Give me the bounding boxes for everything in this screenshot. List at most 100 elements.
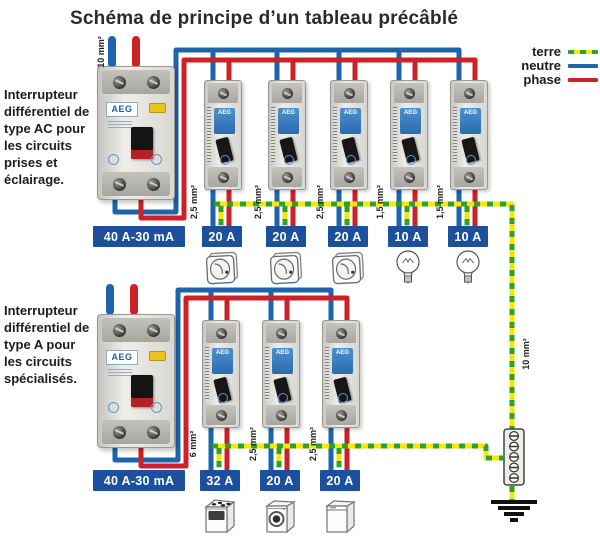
brand-label: AEG [106,350,138,365]
barcode [271,107,275,163]
circuit-breaker-r2-2: AEG [262,320,300,428]
wire-size-label-r1-3: 2,5 mm² [315,185,325,220]
note-differential-a: Interrupteur différentiel de type A pour… [4,303,90,386]
approval-mark-icon [218,393,228,403]
barcode [393,107,397,163]
wire-size-label-r1-2: 2,5 mm² [253,185,263,220]
toggle-lever [131,375,153,407]
circuit-breaker-r2-1: AEG [202,320,240,428]
neutral-drops-top-row2 [208,290,274,324]
circuit-breaker-r1-3: AEG [330,80,368,190]
legend-row-neutre: neutre [498,58,598,73]
barcode [265,347,269,401]
light-bulb-icon [456,250,480,284]
test-button [149,103,166,113]
screw-icon [112,75,126,89]
barcode [207,107,211,163]
brand-label: AEG [212,348,233,374]
barcode [333,107,337,163]
wire-size-label-r1-4: 1,5 mm² [375,185,385,220]
brand-label: AEG [400,108,421,134]
neutral-drops-bottom-row1 [210,186,462,228]
screw-icon [463,87,475,99]
approval-mark-icon [151,402,162,413]
test-button [149,351,166,361]
phase-bus-row2 [138,295,350,469]
wire-size-label-r2-2: 2,5 mm² [248,427,258,462]
approval-mark-icon [406,155,416,165]
brand-label: AEG [340,108,361,134]
phase-drops-bottom-row1 [226,186,478,228]
screw-icon [463,171,475,183]
legend: terre neutre phase [498,44,598,87]
approval-mark-icon [108,402,119,413]
breaker-rating-badge-r1-1: 20 A [202,226,242,247]
earth-stubs-row2 [216,448,342,468]
screw-icon [281,171,293,183]
differential-switch-type-a: AEG [97,314,175,448]
brand-label: AEG [106,102,138,117]
wire-size-label-r2-3: 2,5 mm² [308,427,318,462]
screw-icon [281,87,293,99]
screw-icon [112,425,126,439]
brand-label: AEG [214,108,235,134]
screw-icon [112,323,126,337]
phase-drops-top-row1 [226,60,418,84]
screw-icon [335,409,347,421]
screw-icon [215,409,227,421]
brand-label: AEG [272,348,293,374]
screw-icon [275,327,287,339]
approval-mark-icon [151,154,162,165]
neutral-wire-swatch [568,63,598,68]
phase-drops-top-row2 [224,298,290,324]
breaker-rating-badge-r1-2: 20 A [266,226,306,247]
neutral-drops-top-row1 [210,50,402,84]
breaker-rating-badge-r2-1: 32 A [200,470,240,491]
legend-terre-label: terre [532,44,561,59]
socket-outlet-icon [205,251,239,285]
device-face: AEG [104,345,168,417]
screw-icon [403,171,415,183]
wire-size-label-feed: 10 mm² [96,36,106,68]
circuit-breaker-r1-5: AEG [450,80,488,190]
barcode [205,347,209,401]
phase-bus-row1 [138,57,478,221]
device-face: AEG [104,97,168,169]
terminal-strip [102,172,170,196]
screw-icon [146,323,160,337]
breaker-rating-badge-r1-4: 10 A [388,226,428,247]
approval-mark-icon [284,155,294,165]
barcode [325,347,329,401]
differential-rating-badge-r1: 40 A-30 mA [93,226,185,247]
circuit-breaker-r1-4: AEG [390,80,428,190]
legend-row-phase: phase [498,72,598,87]
screw-icon [215,327,227,339]
wire-size-label-r1-5: 1,5 mm² [435,185,445,220]
screw-icon [343,87,355,99]
screw-icon [335,327,347,339]
breaker-rating-badge-r2-3: 20 A [320,470,360,491]
terminal-strip [102,70,170,94]
screw-icon [112,177,126,191]
approval-mark-icon [220,155,230,165]
terminal-strip [102,318,170,342]
earth-wire-swatch [568,49,598,54]
screw-icon [217,171,229,183]
wire-size-label-r2-1: 6 mm² [188,430,198,458]
brand-label: AEG [460,108,481,134]
washing-machine-icon [265,500,297,534]
phase-wire-swatch [568,77,598,82]
screw-icon [146,177,160,191]
screw-icon [146,75,160,89]
ground-symbol-icon [491,500,537,522]
breaker-rating-badge-r2-2: 20 A [260,470,300,491]
brand-label: AEG [332,348,353,374]
screw-icon [217,87,229,99]
brand-label: AEG [278,108,299,134]
breaker-rating-badge-r1-5: 10 A [448,226,488,247]
socket-outlet-icon [269,251,303,285]
approval-mark-icon [278,393,288,403]
breaker-rating-badge-r1-3: 20 A [328,226,368,247]
